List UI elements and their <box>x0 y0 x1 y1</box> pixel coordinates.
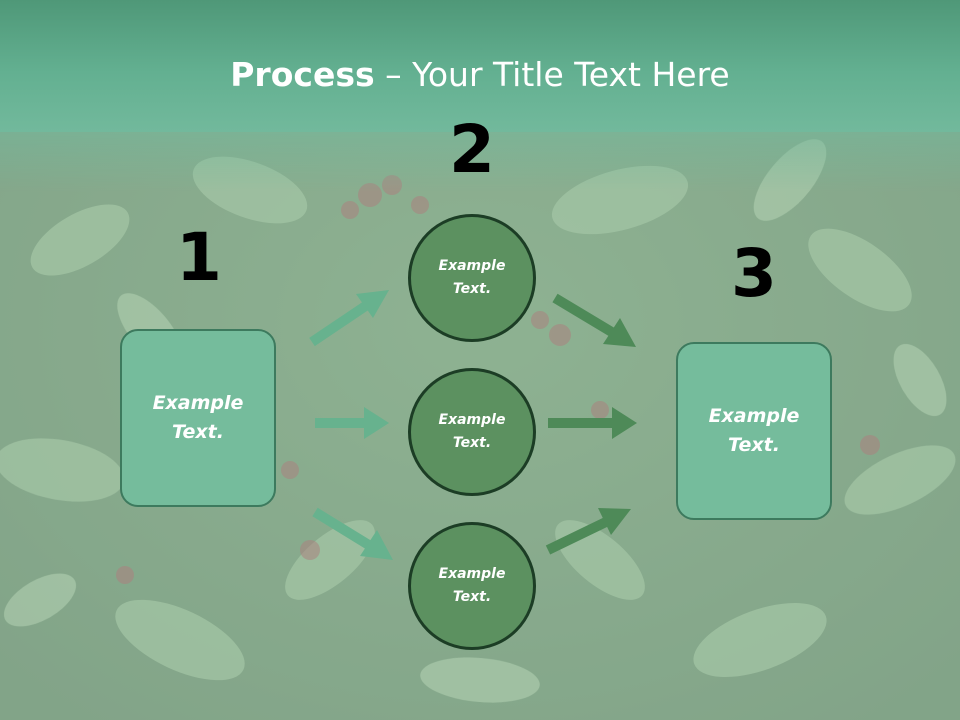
slide-title: Process – Your Title Text Here <box>0 50 960 100</box>
circle-3-text: Example Text. <box>438 566 506 605</box>
step-number-1: 1 <box>176 219 222 296</box>
circle-3[interactable]: Example Text. <box>408 522 536 650</box>
step-3-box[interactable]: Example Text. <box>676 342 832 520</box>
arrow-1-to-circle-1 <box>309 290 389 347</box>
arrow-circle-2-to-3 <box>548 407 637 439</box>
step-number-3: 3 <box>731 235 777 312</box>
step-1-box[interactable]: Example Text. <box>120 329 276 507</box>
title-banner <box>0 0 960 132</box>
arrow-circle-1-to-3 <box>552 293 636 347</box>
step-3-text: Example Text. <box>708 405 800 456</box>
arrow-1-to-circle-3 <box>312 507 393 560</box>
circle-1-text: Example Text. <box>438 258 506 297</box>
circle-1[interactable]: Example Text. <box>408 214 536 342</box>
arrow-1-to-circle-2 <box>315 407 389 439</box>
circle-2[interactable]: Example Text. <box>408 368 536 496</box>
title-banner-fade <box>0 132 960 192</box>
arrow-circle-3-to-3 <box>545 508 631 555</box>
step-1-text: Example Text. <box>152 392 244 443</box>
title-rest: – Your Title Text Here <box>374 55 730 94</box>
circle-2-text: Example Text. <box>438 412 506 451</box>
title-bold: Process <box>230 55 375 94</box>
step-number-2: 2 <box>449 111 495 188</box>
